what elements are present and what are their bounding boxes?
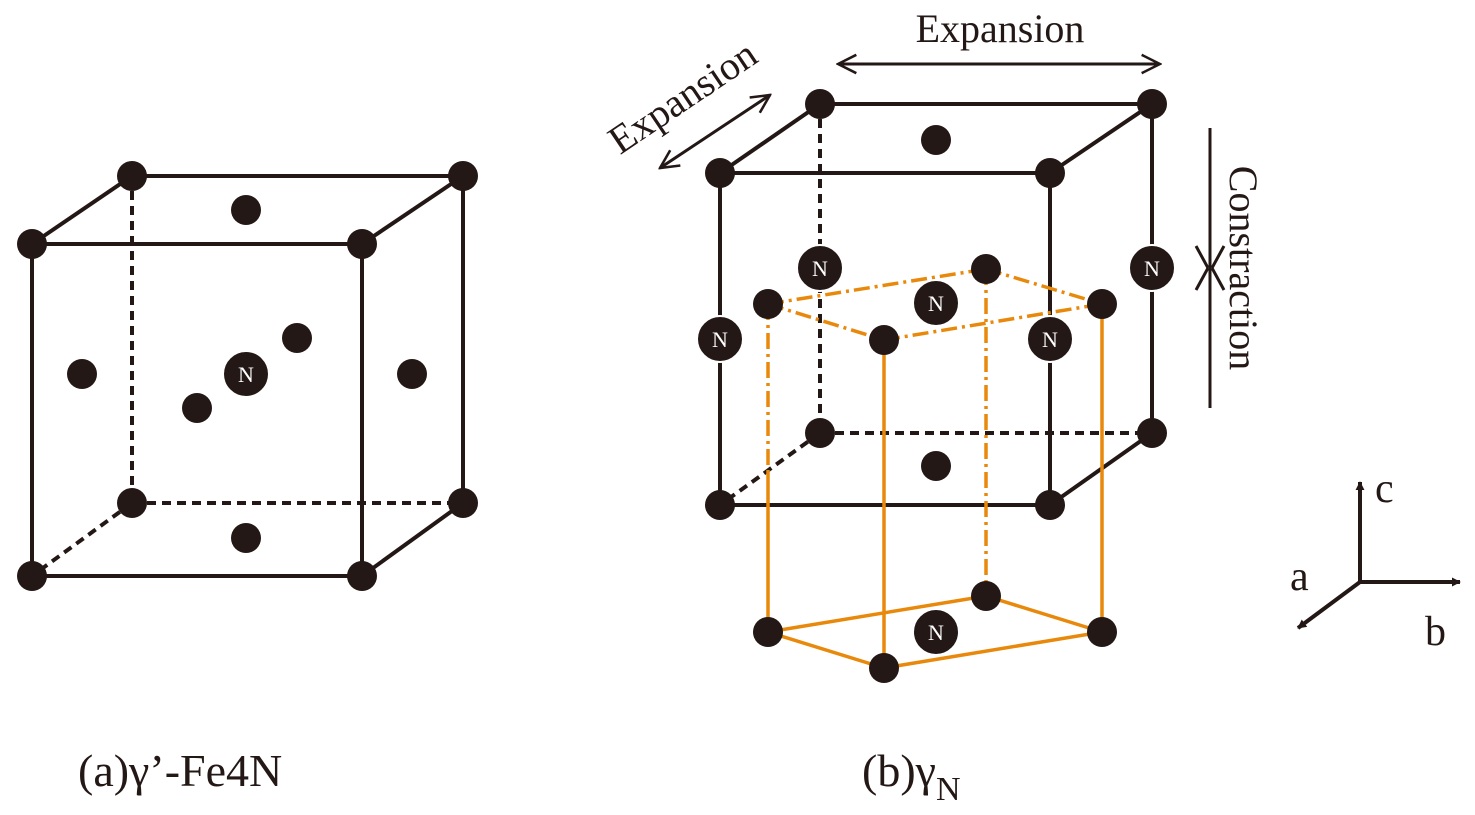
axis-a-label: a	[1290, 554, 1309, 600]
axes-indicator: c b a	[1290, 466, 1461, 655]
expansion-side-label: Expansion	[600, 31, 765, 163]
cube-a-corner-atoms	[17, 161, 478, 591]
cube-a-visible-edges	[30, 174, 465, 578]
axis-a-arrow	[1296, 580, 1362, 630]
cube-a-hidden-edges	[30, 176, 463, 578]
caption-b-subscript: N	[936, 771, 961, 808]
nitrogen-label: N	[928, 620, 944, 645]
nitrogen-label: N	[928, 291, 944, 316]
axis-c-label: c	[1375, 466, 1394, 512]
nitrogen-atom: N	[796, 244, 844, 292]
nitrogen-atom: N	[1128, 244, 1176, 292]
contraction-label: Constraction	[1221, 166, 1266, 370]
tetragonal-cell-solid-edges	[766, 304, 1104, 670]
expansion-top-label: Expansion	[916, 6, 1085, 51]
nitrogen-atom: N	[912, 608, 960, 656]
nitrogen-label: N	[812, 256, 828, 281]
cube-b-face-atoms	[921, 125, 951, 481]
caption-b-main: (b)γ	[862, 745, 936, 796]
cube-a: N	[17, 161, 478, 591]
tetragonal-cell-atoms	[753, 254, 1117, 683]
cube-a-nitrogen-atom: N	[222, 350, 270, 398]
cube-b-corner-atoms	[705, 89, 1167, 520]
nitrogen-label: N	[1042, 327, 1058, 352]
axis-b-label: b	[1425, 609, 1446, 655]
contraction-marker	[1194, 128, 1226, 408]
expansion-side-arrow	[660, 95, 770, 168]
caption-b: (b)γN	[862, 745, 961, 808]
nitrogen-atom: N	[1026, 315, 1074, 363]
nitrogen-label: N	[712, 327, 728, 352]
cube-b-hidden-edges	[718, 104, 1152, 507]
nitrogen-atom: N	[912, 279, 960, 327]
nitrogen-label: N	[1144, 256, 1160, 281]
cube-a-face-atoms	[67, 195, 427, 553]
cube-b-nitrogen-atoms: N N N N N N	[696, 244, 1176, 656]
nitrogen-atom: N	[696, 315, 744, 363]
caption-a: (a)γ’-Fe4N	[78, 745, 282, 796]
cube-b: N N N N N N	[600, 6, 1266, 683]
tetragonal-cell-dashdot-edges	[766, 267, 1103, 596]
nitrogen-label: N	[238, 362, 254, 387]
